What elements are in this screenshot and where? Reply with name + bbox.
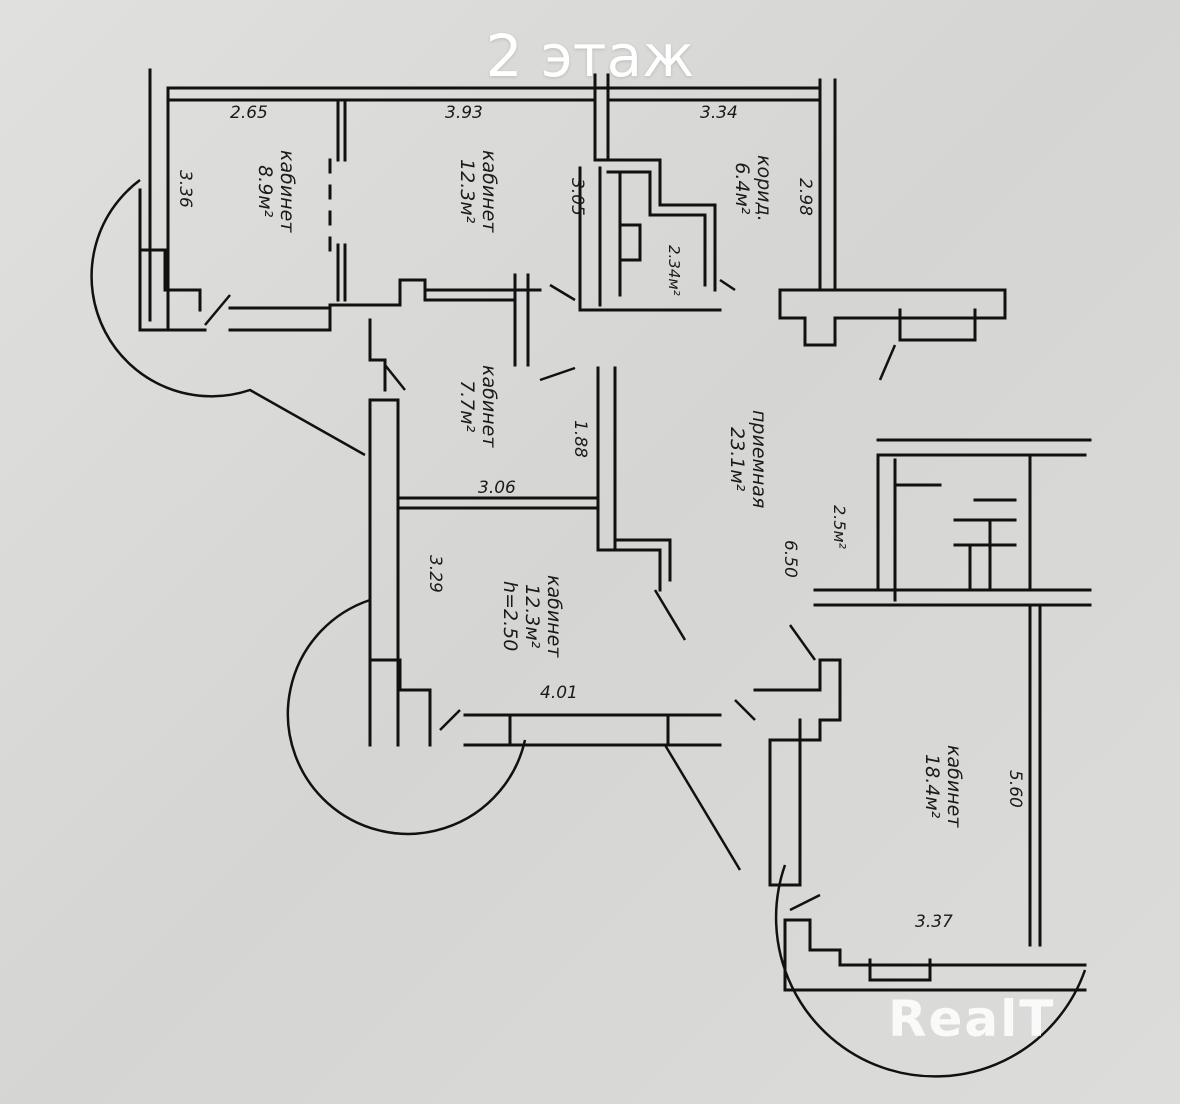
room-label-cabinet-1: кабинет 8.9м²: [254, 150, 298, 232]
room-area: 2.34м²: [665, 245, 683, 296]
wall-right-long: [1028, 603, 1042, 947]
wall-column-center: [596, 366, 672, 592]
wall-corridor: [593, 73, 717, 292]
partition-solid: [336, 98, 347, 302]
room-name: кабинет: [276, 150, 298, 233]
floor-title: 2 этаж: [485, 22, 695, 90]
watermark-logo: RealT: [888, 990, 1056, 1048]
bay-arc-bottom-line: [663, 744, 742, 871]
dimension-label: 5.60: [1005, 770, 1025, 808]
room-name: корид.: [753, 155, 775, 222]
dimension-label: 3.06: [478, 478, 516, 498]
room-label-corridor: корид. 6.4м²: [731, 155, 775, 222]
wall-mid-horizontal: [228, 278, 517, 332]
bay-arc-top-left: [90, 178, 366, 457]
room-area: 23.1м²: [726, 427, 748, 492]
wall-steps-left: [368, 658, 432, 747]
wall-bottom-right: [783, 918, 1087, 992]
dimension-label: 1.88: [570, 420, 590, 458]
room-name: кабинет: [478, 150, 500, 233]
wall-bottom-left: [463, 713, 722, 747]
dimension-label: 3.34: [700, 103, 738, 123]
room-label-cabinet-5: кабинет 18.4м²: [921, 745, 965, 827]
room-label-wc: 2.34м²: [663, 245, 685, 296]
wall-right-pillar: [778, 288, 1007, 347]
room-name: кабинет: [478, 365, 500, 448]
room-name: приемная: [748, 410, 770, 509]
room-area: 12.3м²: [456, 159, 478, 224]
room-area: 8.9м²: [254, 165, 276, 218]
room-area: 7.7м²: [456, 380, 478, 433]
dimension-label: 3.29: [425, 555, 445, 593]
dimension-label: 2.65: [230, 103, 268, 123]
room-area: 18.4м²: [921, 754, 943, 819]
wall-mid-left: [368, 318, 400, 747]
wall-cabinet-77-bottom: [398, 496, 600, 510]
wall-mid-column: [501, 273, 542, 367]
room-area: 6.4м²: [731, 162, 753, 215]
wall-right-mid: [753, 658, 842, 887]
room-label-cabinet-2: кабинет 12.3м²: [456, 150, 500, 232]
room-height: h=2.50: [499, 581, 521, 652]
dimension-label: 6.50: [780, 540, 800, 578]
wall-top: [166, 86, 822, 102]
bay-arc-mid-left: [286, 598, 527, 836]
wall-right-top: [818, 78, 837, 292]
wall-left-steps: [138, 188, 207, 332]
room-label-cabinet-3: кабинет 7.7м²: [456, 365, 500, 447]
room-name: кабинет: [943, 745, 965, 828]
stairs: [893, 458, 1017, 602]
door-swings: [204, 278, 897, 912]
room-label-cabinet-4: кабинет 12.3м² h=2.50: [499, 575, 565, 657]
dimension-label: 3.93: [445, 103, 483, 123]
room-label-reception: приемная 23.1м²: [726, 410, 770, 508]
dimension-label: 2.98: [795, 178, 815, 216]
bay-arc-bottom-right: [774, 864, 1087, 1078]
wall-stairs: [813, 438, 1092, 607]
room-label-storage: 2.5м²: [828, 505, 850, 549]
wc-block: [578, 166, 722, 312]
dimension-label: 3.37: [915, 912, 953, 932]
dimension-label: 3.36: [175, 170, 195, 208]
dimension-label: 4.01: [540, 683, 578, 703]
dimension-label: 3.05: [567, 178, 587, 216]
room-area: 2.5м²: [830, 505, 849, 549]
room-name: кабинет: [543, 575, 565, 658]
room-area: 12.3м²: [521, 584, 543, 649]
